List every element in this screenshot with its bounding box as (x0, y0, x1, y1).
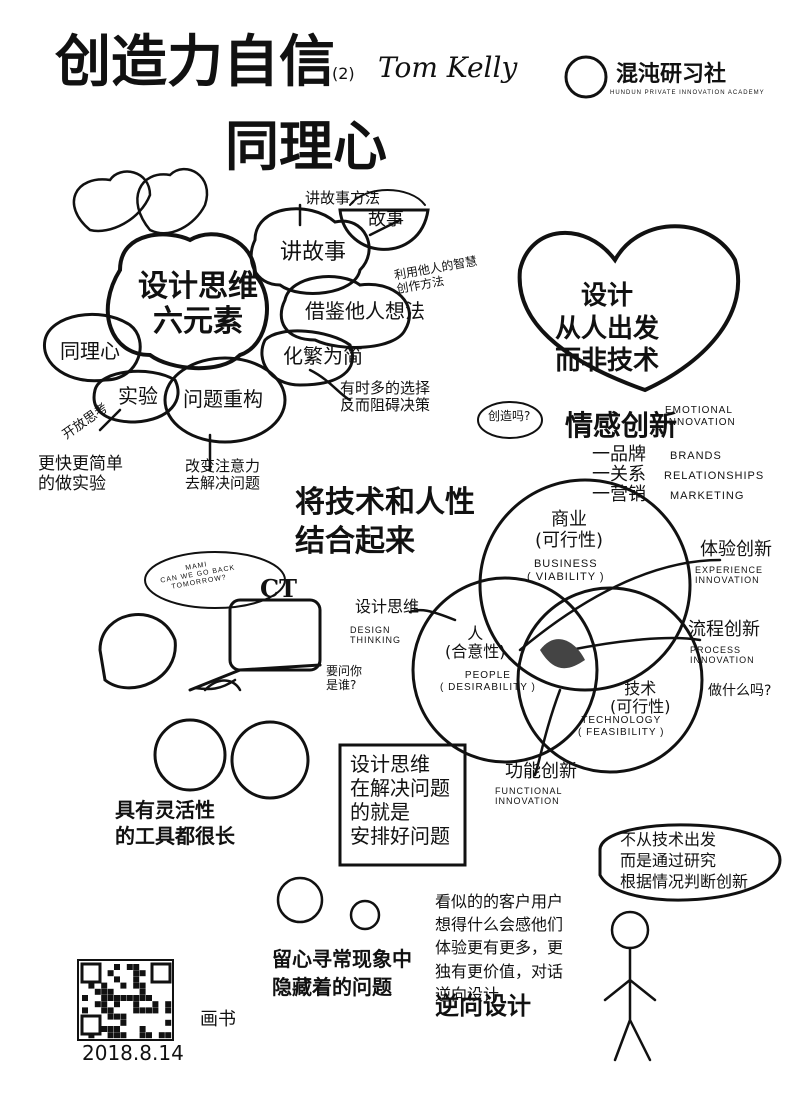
heart-label: 设计 从人出发 而非技术 (555, 281, 660, 376)
qr-code (77, 959, 174, 1041)
speech-bubble (598, 823, 782, 902)
experiment-cloud (92, 369, 180, 424)
functional-label: 功能创新 (505, 761, 577, 782)
why-bubble-text: 做什么吗? (708, 683, 772, 699)
reverse-text: 看似的的客户用户 想得什么会感他们 体验更有更多，更 独有更价值，对话 逆向设计 (435, 892, 564, 1004)
functional-label-en: FUNCTIONAL INNOVATION (495, 786, 563, 807)
design-thinking-label-en: DESIGN THINKING (350, 625, 402, 646)
relationships-cn: 一关系 (592, 464, 646, 485)
story-cloud (249, 207, 371, 295)
logo-icon (564, 55, 608, 99)
volume-label: (2) (332, 64, 355, 83)
emotional-title: 情感创新 (565, 409, 678, 442)
venn-business (478, 478, 692, 692)
reframe-label: 问题重构 (183, 387, 263, 411)
create-bubble (477, 401, 543, 439)
kid-face (230, 720, 310, 800)
story-bowl-label: 故事 (368, 209, 404, 230)
center-cloud (105, 232, 269, 371)
ct-scanner-icon (98, 613, 177, 690)
logo-text: 混沌研习社 (616, 62, 727, 87)
heart-right-icon (136, 167, 209, 235)
brands-cn: 一品牌 (592, 444, 646, 465)
author-label: Tom Kelly (378, 51, 518, 84)
person-head (610, 910, 650, 950)
venn-business-cn: 商业 (可行性) (535, 509, 604, 551)
relationships-en: RELATIONSHIPS (664, 470, 765, 482)
venn-people (411, 576, 599, 764)
reframe-cloud (163, 356, 287, 444)
ct-label: CT (260, 574, 297, 603)
page-title: 创造力自信 (55, 29, 335, 95)
story-note: 讲故事方法 (305, 189, 381, 207)
process-label: 流程创新 (688, 619, 760, 640)
venn-people-cn: 人 (合意性) (445, 624, 506, 662)
footer-brand: 画书 (200, 1009, 236, 1030)
footer-date: 2018.8.14 (82, 1041, 184, 1065)
empathy-cloud (43, 312, 142, 383)
design-box-text: 设计思维 在解决问题 的就是 安排好问题 (350, 752, 450, 848)
venn-tech-cn: 技术 (可行性) (610, 679, 671, 717)
creative-tools: 具有灵活性 的工具都很长 (115, 798, 235, 848)
heart-left-icon (72, 170, 152, 233)
venn-tech-en: TECHNOLOGY ( FEASIBILITY ) (578, 715, 665, 738)
experience-label-en: EXPERIENCE INNOVATION (695, 565, 764, 586)
design-thinking-label: 设计思维 (355, 597, 420, 616)
bowl-icon (338, 208, 430, 251)
reverse-title: 逆向设计 (435, 991, 531, 1020)
woman-face (153, 718, 227, 792)
simplify-note: 有时多的选择 反而阻碍决策 (340, 379, 431, 415)
surprised-face (276, 876, 324, 924)
borrow-cloud (279, 275, 411, 349)
experience-label: 体验创新 (700, 539, 772, 560)
logo-subtext: HUNDUN PRIVATE INNOVATION ACADEMY (610, 90, 765, 96)
page-subtitle: 同理心 (225, 114, 387, 178)
combine-label: 将技术和人性 结合起来 (295, 485, 475, 559)
experiment-desc: 更快更简单 的做实验 (38, 454, 123, 494)
brands-en: BRANDS (670, 450, 722, 462)
create-bubble-text: 创造吗? (488, 409, 531, 423)
kid-small-face (349, 899, 381, 931)
emotional-title-en: EMOTIONAL INNOVATION (665, 405, 736, 428)
mami-bubble (144, 551, 286, 609)
hub-label: 设计思维 六元素 (138, 269, 258, 339)
story-label: 讲故事 (280, 240, 347, 265)
hidden-label: 留心寻常现象中 隐藏着的问题 (272, 947, 412, 999)
simplify-label: 化繁为简 (283, 344, 363, 368)
marketing-en: MARKETING (670, 490, 745, 502)
venn-business-en: BUSINESS ( VIABILITY ) (527, 558, 605, 583)
reframe-desc: 改变注意力 去解决问题 (185, 457, 261, 493)
experiment-label: 实验 (118, 384, 158, 408)
whose-bubble-text: 要问你 是谁? (326, 664, 363, 692)
borrow-label: 借鉴他人想法 (305, 299, 425, 323)
big-heart (517, 224, 741, 393)
speech-text: 不从技术出发 而是通过研究 根据情况判断创新 (620, 830, 749, 891)
design-box (338, 743, 467, 867)
marketing-cn: 一营销 (592, 484, 646, 505)
empathy-label: 同理心 (60, 339, 120, 363)
venn-people-en: PEOPLE ( DESIRABILITY ) (440, 670, 536, 693)
process-label-en: PROCESS INNOVATION (690, 645, 755, 666)
